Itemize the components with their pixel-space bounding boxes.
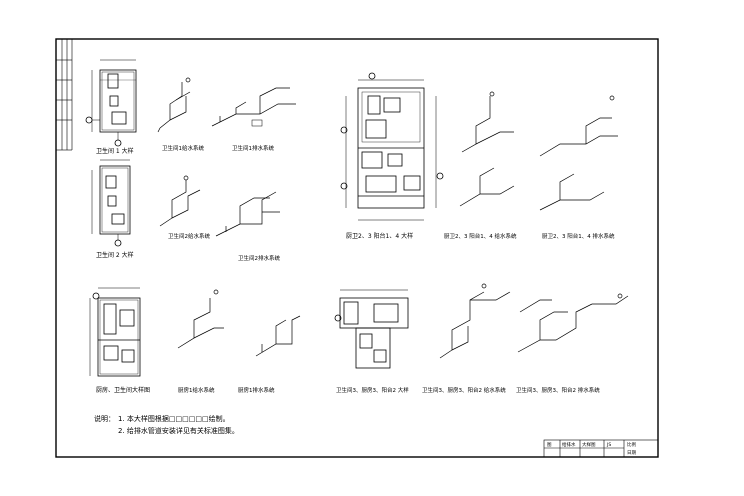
plan-5 (334, 289, 409, 369)
iso-4b-title: 厨房1排水系统 (238, 386, 275, 394)
plan-4-title: 厨房、卫生间大样图 (96, 386, 150, 394)
title-block (543, 439, 659, 458)
plan-1 (85, 59, 137, 147)
iso-5b (517, 293, 629, 353)
iso-3a-title: 厨卫2、3 阳台1、4 给水系统 (444, 232, 517, 240)
tb-cell-1: 图 (547, 442, 552, 448)
iso-4b (255, 315, 301, 357)
iso-4a-title: 厨房1给水系统 (178, 386, 215, 394)
iso-1b-title: 卫生间1排水系统 (232, 144, 274, 152)
plan-4 (89, 287, 141, 377)
iso-2a-title: 卫生间2给水系统 (168, 232, 210, 240)
iso-2b-title: 卫生间2排水系统 (238, 254, 280, 262)
iso-1b (211, 87, 296, 127)
iso-2b (215, 191, 280, 237)
binding-margin (56, 39, 73, 151)
iso-5b-title: 卫生间3、厨房3、阳台2 排水系统 (516, 386, 600, 394)
outer-border (55, 38, 659, 458)
title-block-texts: 图 给排水 大样图 JS 比例 日期 (547, 441, 636, 456)
notes-line-2: 2. 给排水管道安装详见有关标准图集。 (118, 427, 239, 435)
tb-cell-6: 日期 (627, 450, 636, 456)
plan-5-title: 卫生间3、厨房3、阳台2 大样 (336, 386, 409, 394)
plan-1-title: 卫生间 1 大样 (96, 147, 134, 155)
iso-3a (459, 91, 515, 207)
notes-title: 说明： (94, 415, 115, 423)
tb-cell-5: 比例 (627, 441, 636, 448)
plan-2-title: 卫生间 2 大样 (96, 251, 134, 259)
plan-3 (340, 72, 444, 221)
tb-cell-3: 大样图 (582, 441, 596, 448)
plan-3-title: 厨卫2、3 阳台1、4 大样 (346, 232, 413, 240)
iso-5a-title: 卫生间3、厨房3、阳台2 给水系统 (422, 386, 506, 394)
iso-2a (159, 175, 201, 227)
tb-cell-2: 给排水 (562, 441, 576, 448)
iso-5a (439, 283, 511, 359)
iso-1a (157, 77, 191, 133)
iso-3b-title: 厨卫2、3 阳台1、4 排水系统 (542, 232, 615, 240)
tb-cell-4: JS (606, 442, 611, 448)
notes-line-1: 1. 本大样图根据□□□□□□绘制。 (118, 415, 230, 423)
iso-1a-title: 卫生间1给水系统 (162, 144, 204, 152)
iso-3b (539, 95, 618, 211)
plan-2 (91, 159, 131, 247)
iso-4a (177, 289, 224, 349)
